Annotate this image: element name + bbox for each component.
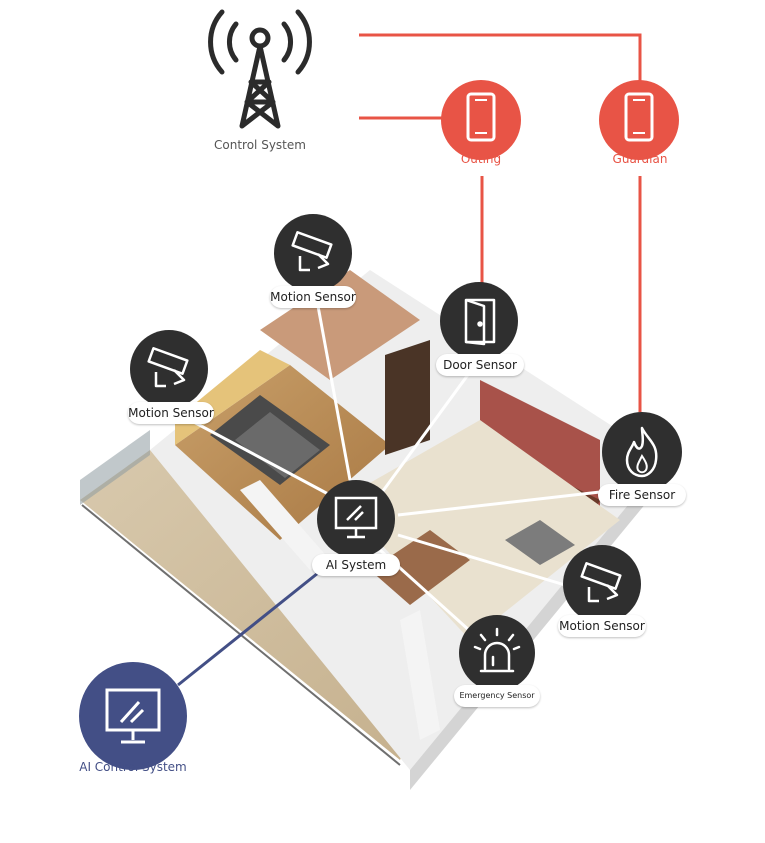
line-ai-to-motion-top	[316, 305, 352, 481]
motion-sensor-left-label: Motion Sensor	[128, 402, 214, 424]
monitor-icon	[105, 688, 161, 744]
wall-left-front	[240, 480, 330, 570]
ai-system-node[interactable]: AI System	[312, 480, 400, 578]
flame-icon	[625, 426, 658, 478]
fire-sensor-node[interactable]: Fire Sensor	[598, 412, 686, 512]
motion-sensor-left-node[interactable]: Motion Sensor	[128, 330, 214, 430]
dining-table	[505, 520, 575, 565]
line-control-to-guardian	[359, 33, 642, 82]
line-ai-to-door	[378, 371, 472, 496]
terrace-rail	[80, 430, 150, 505]
motion-sensor-right-node[interactable]: Motion Sensor	[558, 545, 646, 645]
monitor-icon	[334, 496, 378, 539]
emergency-sensor-label: Emergency Sensor	[454, 685, 540, 707]
line-ai-to-motion-right	[397, 533, 566, 587]
line-ai-control-to-ai-system	[177, 571, 319, 687]
apartment-illustration	[80, 270, 665, 790]
fire-sensor-label: Fire Sensor	[598, 484, 686, 506]
ai-control-system-label: AI Control System	[79, 760, 187, 774]
cctv-camera-icon	[147, 347, 189, 388]
ai-system-label: AI System	[312, 554, 400, 576]
bathroom-floor	[260, 270, 420, 380]
guardian-node[interactable]: Guardian	[599, 80, 681, 176]
control-system-node: Control System	[190, 0, 330, 160]
motion-sensor-right-label: Motion Sensor	[558, 615, 646, 637]
guardian-label: Guardian	[612, 152, 668, 166]
door-sensor-label: Door Sensor	[436, 354, 524, 376]
smartphone-icon	[624, 92, 654, 142]
line-ai-to-motion-left	[189, 418, 331, 497]
slab-front-wall	[410, 460, 665, 790]
antenna-tower-icon	[208, 9, 312, 129]
wall-right-front	[400, 610, 440, 740]
line-ai-to-fire	[397, 490, 601, 517]
red-connectors	[359, 33, 642, 412]
cctv-camera-icon	[580, 562, 622, 603]
outing-label: Outing	[460, 152, 502, 166]
motion-sensor-top-node[interactable]: Motion Sensor	[270, 214, 356, 314]
outing-node[interactable]: Outing	[441, 80, 521, 176]
wardrobe	[385, 340, 430, 455]
bed-sheet	[235, 412, 320, 478]
living-floor	[340, 420, 620, 640]
siren-icon	[473, 627, 521, 673]
control-system-label: Control System	[214, 138, 306, 152]
smartphone-icon	[466, 92, 496, 142]
emergency-sensor-node[interactable]: Emergency Sensor	[454, 615, 540, 709]
cctv-camera-icon	[291, 231, 333, 272]
door-icon	[464, 298, 496, 346]
ai-control-system-node[interactable]: AI Control System	[70, 662, 196, 780]
motion-sensor-top-label: Motion Sensor	[270, 286, 356, 308]
door-sensor-node[interactable]: Door Sensor	[436, 282, 524, 382]
